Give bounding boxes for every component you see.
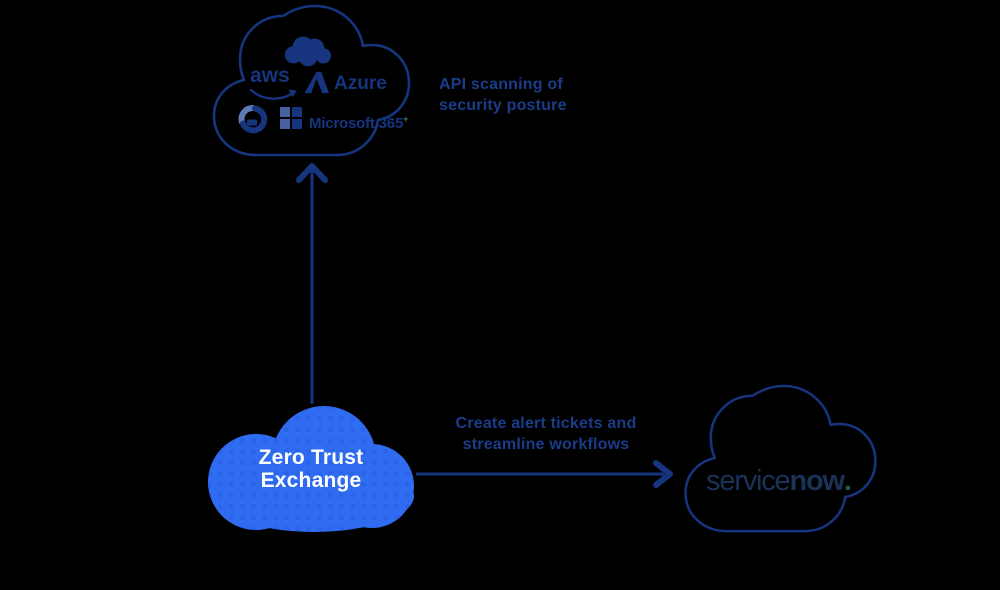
caption-tickets-line1: Create alert tickets and: [455, 415, 637, 432]
servicenow-wordmark: servicenow.: [677, 465, 881, 498]
zte-label: Zero Trust Exchange: [204, 446, 418, 492]
servicenow-wordmark-service: service: [706, 465, 791, 497]
zte-label-line1: Zero Trust: [258, 446, 364, 469]
servicenow-wordmark-dot: .: [843, 465, 852, 497]
zero-trust-exchange-cloud: Zero Trust Exchange: [204, 402, 418, 534]
microsoft-365-mark: +: [403, 114, 409, 124]
aws-smile-icon: [249, 88, 297, 100]
microsoft-grid-icon: [280, 107, 302, 129]
aws-logo-label: aws: [250, 64, 290, 87]
caption-api-line1: API scanning of: [439, 76, 563, 93]
caption-api-line2: security posture: [439, 97, 567, 114]
servicenow-wordmark-now: now: [789, 465, 846, 497]
zte-label-line2: Exchange: [260, 469, 362, 492]
provider-cloud-outline: [212, 4, 411, 157]
microsoft-365-label: Microsoft 365+: [309, 107, 408, 136]
zte-cloud-shape: [208, 406, 414, 532]
caption-api-scanning: API scanning of security posture: [439, 74, 567, 116]
azure-triangle-icon: [304, 71, 329, 94]
caption-tickets-line2: streamline workflows: [462, 436, 630, 453]
azure-logo-label: Azure: [334, 73, 387, 94]
servicenow-cloud-outline: [684, 384, 877, 533]
up-arrow-icon: [296, 163, 328, 404]
microsoft-365-text: Microsoft 365: [309, 115, 404, 132]
salesforce-cloud-icon: [284, 36, 332, 67]
google-cloud-icon: [238, 105, 268, 134]
right-arrow-icon: [416, 460, 673, 488]
caption-create-tickets: Create alert tickets and streamline work…: [430, 413, 662, 455]
